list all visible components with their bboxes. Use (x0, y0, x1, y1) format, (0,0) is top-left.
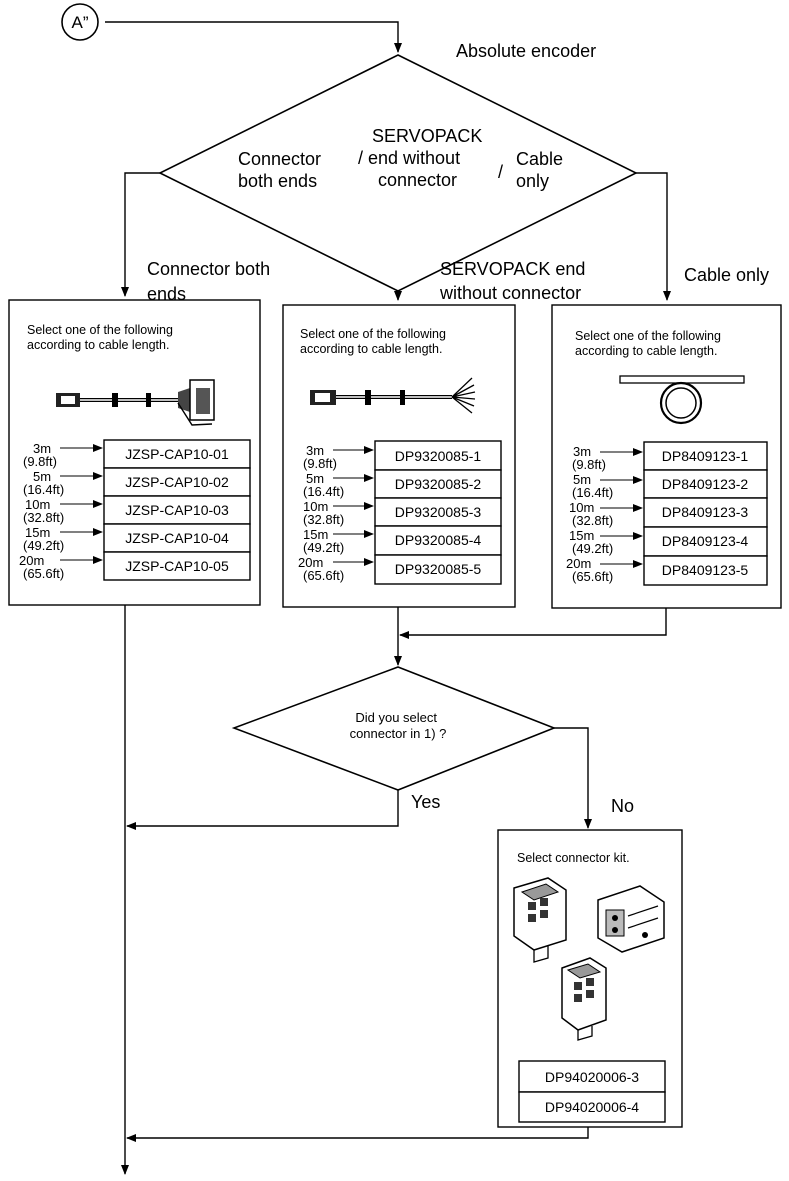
part-number: DP8409123-1 (662, 448, 749, 464)
svg-text:(65.6ft): (65.6ft) (23, 566, 64, 581)
selection-instruction: Select one of the following according to… (575, 329, 724, 358)
cable-with-loose-wires-icon (310, 377, 476, 414)
svg-text:15m: 15m (569, 528, 594, 543)
part-number: DP9320085-4 (395, 532, 482, 548)
part-number: DP8409123-2 (662, 476, 749, 492)
part-number: JZSP-CAP10-03 (125, 502, 229, 518)
selection-box-connector-both-ends: Select one of the following according to… (8, 299, 261, 606)
svg-text:(9.8ft): (9.8ft) (23, 454, 57, 469)
decision-option-servopack: SERVOPACK / end without connector (358, 126, 487, 190)
svg-text:(9.8ft): (9.8ft) (572, 457, 606, 472)
part-number-list: DP9320085-1 DP9320085-2 DP9320085-3 DP93… (374, 440, 502, 585)
part-number-list: DP8409123-1 DP8409123-2 DP8409123-3 DP84… (643, 441, 768, 586)
svg-text:20m: 20m (298, 555, 323, 570)
svg-text:(32.8ft): (32.8ft) (23, 510, 64, 525)
svg-text:(16.4ft): (16.4ft) (23, 482, 64, 497)
svg-text:3m: 3m (33, 441, 51, 456)
svg-text:(9.8ft): (9.8ft) (303, 456, 337, 471)
svg-text:20m: 20m (566, 556, 591, 571)
flow-connector (121, 605, 667, 1175)
branch-label-connector: Connector both ends (147, 259, 275, 304)
connector-kit-icon (513, 877, 665, 1041)
svg-text:5m: 5m (306, 471, 324, 486)
selection-box-servopack-end: Select one of the following according to… (282, 304, 516, 608)
part-number: DP9320085-5 (395, 561, 482, 577)
yes-label: Yes (411, 792, 440, 812)
part-number: JZSP-CAP10-04 (125, 530, 229, 546)
decision-separator: / (498, 162, 503, 182)
decision-connector-selected: Did you select connector in 1) ? (231, 666, 557, 791)
svg-text:10m: 10m (569, 500, 594, 515)
svg-text:(49.2ft): (49.2ft) (23, 538, 64, 553)
svg-text:(65.6ft): (65.6ft) (572, 569, 613, 584)
svg-text:10m: 10m (303, 499, 328, 514)
part-number: JZSP-CAP10-05 (125, 558, 229, 574)
part-number: DP9320085-1 (395, 448, 482, 464)
svg-text:20m: 20m (19, 553, 44, 568)
part-number: DP8409123-4 (662, 533, 749, 549)
start-node-label: A” (72, 13, 89, 32)
svg-text:5m: 5m (33, 469, 51, 484)
part-number-list: JZSP-CAP10-01 JZSP-CAP10-02 JZSP-CAP10-0… (103, 439, 251, 581)
connector-kit-box: Select connector kit. (497, 829, 683, 1128)
decision-question: Did you select connector in 1) ? (350, 710, 447, 741)
branch-label-cable: Cable only (684, 265, 769, 285)
svg-text:10m: 10m (25, 497, 50, 512)
kit-part-number: DP94020006-4 (545, 1099, 639, 1115)
part-number: DP8409123-3 (662, 504, 749, 520)
svg-text:3m: 3m (306, 443, 324, 458)
length-list: 3m (9.8ft) 5m (16.4ft) 10m (32.8ft) 15m … (298, 443, 374, 583)
flow-connector (126, 1127, 589, 1142)
flow-connector (105, 21, 402, 53)
decision-option-connector: Connector both ends (238, 149, 326, 191)
part-number: DP8409123-5 (662, 562, 749, 578)
part-number: JZSP-CAP10-02 (125, 474, 229, 490)
part-number: DP9320085-3 (395, 504, 482, 520)
kit-part-number: DP94020006-3 (545, 1069, 639, 1085)
cable-with-connectors-both-ends-icon (56, 379, 215, 426)
svg-text:(49.2ft): (49.2ft) (572, 541, 613, 556)
svg-text:(16.4ft): (16.4ft) (303, 484, 344, 499)
svg-text:(32.8ft): (32.8ft) (572, 513, 613, 528)
part-number: DP9320085-2 (395, 476, 482, 492)
kit-title: Select connector kit. (517, 851, 630, 865)
selection-instruction: Select one of the following according to… (300, 327, 449, 356)
svg-text:(65.6ft): (65.6ft) (303, 568, 344, 583)
svg-text:3m: 3m (573, 444, 591, 459)
selection-box-cable-only: Select one of the following according to… (551, 304, 782, 609)
selection-instruction: Select one of the following according to… (27, 323, 176, 352)
decision-cable-type: Connector both ends SERVOPACK / end with… (158, 54, 638, 292)
no-label: No (611, 796, 634, 816)
svg-text:(49.2ft): (49.2ft) (303, 540, 344, 555)
decision-option-cable: Cable only (516, 149, 568, 191)
svg-text:(32.8ft): (32.8ft) (303, 512, 344, 527)
encoder-label: Absolute encoder (456, 41, 596, 61)
length-list: 3m (9.8ft) 5m (16.4ft) 10m (32.8ft) 15m … (19, 441, 103, 581)
start-node: A” (61, 3, 99, 41)
cable-coil-icon (619, 375, 745, 425)
flow-connector (126, 727, 592, 830)
part-number: JZSP-CAP10-01 (125, 446, 229, 462)
svg-text:5m: 5m (573, 472, 591, 487)
svg-text:(16.4ft): (16.4ft) (572, 485, 613, 500)
svg-text:15m: 15m (25, 525, 50, 540)
svg-text:15m: 15m (303, 527, 328, 542)
length-list: 3m (9.8ft) 5m (16.4ft) 10m (32.8ft) 15m … (566, 444, 643, 584)
branch-label-servopack: SERVOPACK end without connector (439, 259, 590, 303)
flow-connector (121, 172, 671, 301)
